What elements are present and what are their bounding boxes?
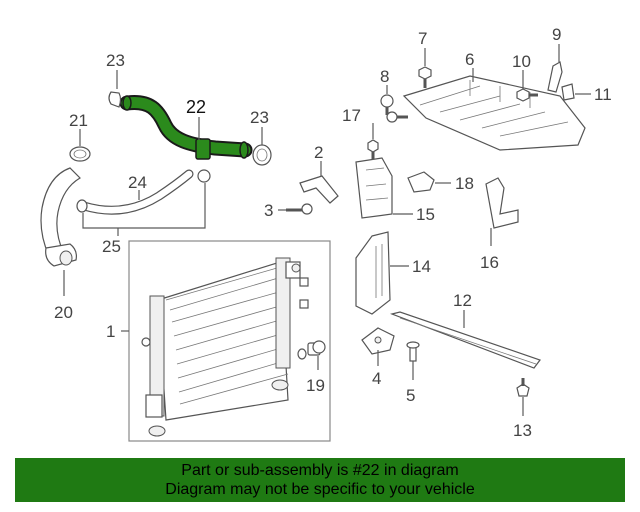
side-baffle-14 [355, 231, 391, 315]
lower-baffle-12 [390, 311, 541, 369]
callout-13: 13 [513, 421, 532, 440]
bracket-4 [361, 327, 395, 355]
info-banner: Part or sub-assembly is #22 in diagram D… [15, 458, 625, 502]
upper-radiator-hose-22[interactable] [119, 94, 253, 160]
overflow-hose-24 [76, 169, 211, 215]
callout-23-left: 23 [106, 51, 125, 70]
bolt-10 [516, 88, 538, 102]
callout-7: 7 [418, 29, 427, 48]
callout-24: 24 [128, 173, 147, 192]
bolt-8-shank [386, 111, 408, 123]
bolt-17 [367, 139, 379, 159]
bracket-2 [299, 175, 339, 204]
callout-5: 5 [406, 386, 415, 405]
callout-12: 12 [453, 291, 472, 310]
callout-17: 17 [342, 106, 361, 125]
bracket-16 [485, 177, 519, 229]
parts-diagram: 22 23 23 21 20 24 25 [40, 25, 612, 442]
hose-clamp-23-left [108, 91, 122, 108]
banner-line-2: Diagram may not be specific to your vehi… [165, 481, 475, 498]
leader-25 [82, 183, 206, 229]
callout-22: 22 [186, 97, 206, 117]
hose-clamp-21 [69, 146, 91, 162]
bolt-3 [286, 203, 313, 215]
callout-9: 9 [552, 25, 561, 44]
callout-3: 3 [264, 201, 273, 220]
side-baffle-15 [355, 157, 393, 219]
callout-16: 16 [480, 253, 499, 272]
push-pin-5 [406, 341, 420, 362]
radiator-1 [141, 257, 309, 437]
callout-4: 4 [372, 369, 381, 388]
callout-20: 20 [54, 303, 73, 322]
hose-clamp-23-right [252, 144, 272, 166]
callout-2: 2 [314, 143, 323, 162]
callout-6: 6 [465, 50, 474, 69]
callout-23-right: 23 [250, 108, 269, 127]
bolt-7 [418, 66, 432, 88]
bolt-8 [380, 94, 394, 115]
callout-15: 15 [416, 205, 435, 224]
callout-25: 25 [102, 237, 121, 256]
callout-18: 18 [455, 174, 474, 193]
callout-21: 21 [69, 111, 88, 130]
radiator-box-1 [128, 240, 331, 442]
callout-8: 8 [380, 67, 389, 86]
callout-19: 19 [306, 376, 325, 395]
callout-10: 10 [512, 52, 531, 71]
clip-11 [561, 83, 575, 101]
bracket-18 [407, 171, 435, 193]
bracket-9 [547, 61, 563, 93]
push-pin-13 [516, 378, 530, 397]
callout-11: 11 [594, 85, 612, 104]
air-deflector-6 [402, 75, 586, 151]
callout-1: 1 [106, 322, 115, 341]
callout-14: 14 [412, 257, 431, 276]
banner-line-1: Part or sub-assembly is #22 in diagram [181, 462, 459, 479]
drain-plug-19 [297, 340, 326, 360]
lower-radiator-hose-20 [40, 167, 81, 267]
